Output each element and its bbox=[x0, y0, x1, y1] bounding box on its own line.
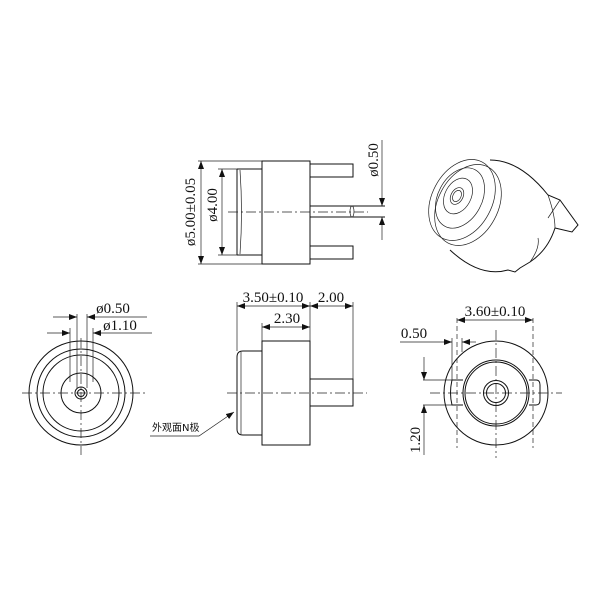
isometric-view bbox=[428, 159, 579, 273]
back-view: 3.60±0.10 0.50 1.20 bbox=[400, 304, 562, 458]
pin-outline bbox=[309, 378, 354, 407]
dim-inner-pin: ø0.50 bbox=[96, 301, 130, 317]
dim-body-length: 3.50±0.10 bbox=[243, 290, 304, 306]
body-outline bbox=[261, 160, 311, 265]
dim-tab-height: 1.20 bbox=[408, 427, 424, 453]
pin-tip bbox=[349, 205, 355, 218]
dim-outer-pin: ø1.10 bbox=[103, 318, 137, 334]
dim-housing-length: 2.30 bbox=[274, 311, 300, 327]
center-pin bbox=[449, 187, 465, 205]
dim-pin-length: 2.00 bbox=[318, 290, 344, 306]
height-extension bbox=[423, 379, 452, 406]
leader-line bbox=[150, 411, 235, 437]
extension-lines bbox=[198, 160, 262, 265]
pin-middle bbox=[310, 205, 385, 218]
side-view: 3.50±0.10 2.00 2.30 外观面N极 bbox=[150, 290, 367, 446]
center-ring bbox=[443, 177, 473, 215]
body-silhouette bbox=[449, 159, 579, 273]
tab-right bbox=[529, 379, 541, 406]
front-face-rim bbox=[434, 164, 502, 246]
n-pole-note: 外观面N极 bbox=[152, 421, 199, 434]
dim-pin-diameter: ø0.50 bbox=[366, 143, 382, 177]
front-view: ø0.50 ø1.10 bbox=[22, 301, 152, 455]
pin-upper bbox=[309, 163, 354, 178]
dim-outer-diameter: ø5.00±0.05 bbox=[183, 178, 199, 246]
cap-ring bbox=[435, 167, 485, 229]
pin-extension-lines bbox=[69, 314, 94, 388]
pin-lower bbox=[309, 245, 354, 260]
extension-lines bbox=[236, 302, 354, 379]
body-edges bbox=[529, 194, 561, 263]
dim-tab-width: 0.50 bbox=[401, 326, 427, 342]
dim-tab-span: 3.60±0.10 bbox=[465, 304, 526, 320]
top-view: ø5.00±0.05 ø4.00 ø0.50 bbox=[183, 140, 385, 265]
dim-cap-diameter: ø4.00 bbox=[205, 188, 221, 222]
center-pin-hole bbox=[452, 190, 462, 202]
